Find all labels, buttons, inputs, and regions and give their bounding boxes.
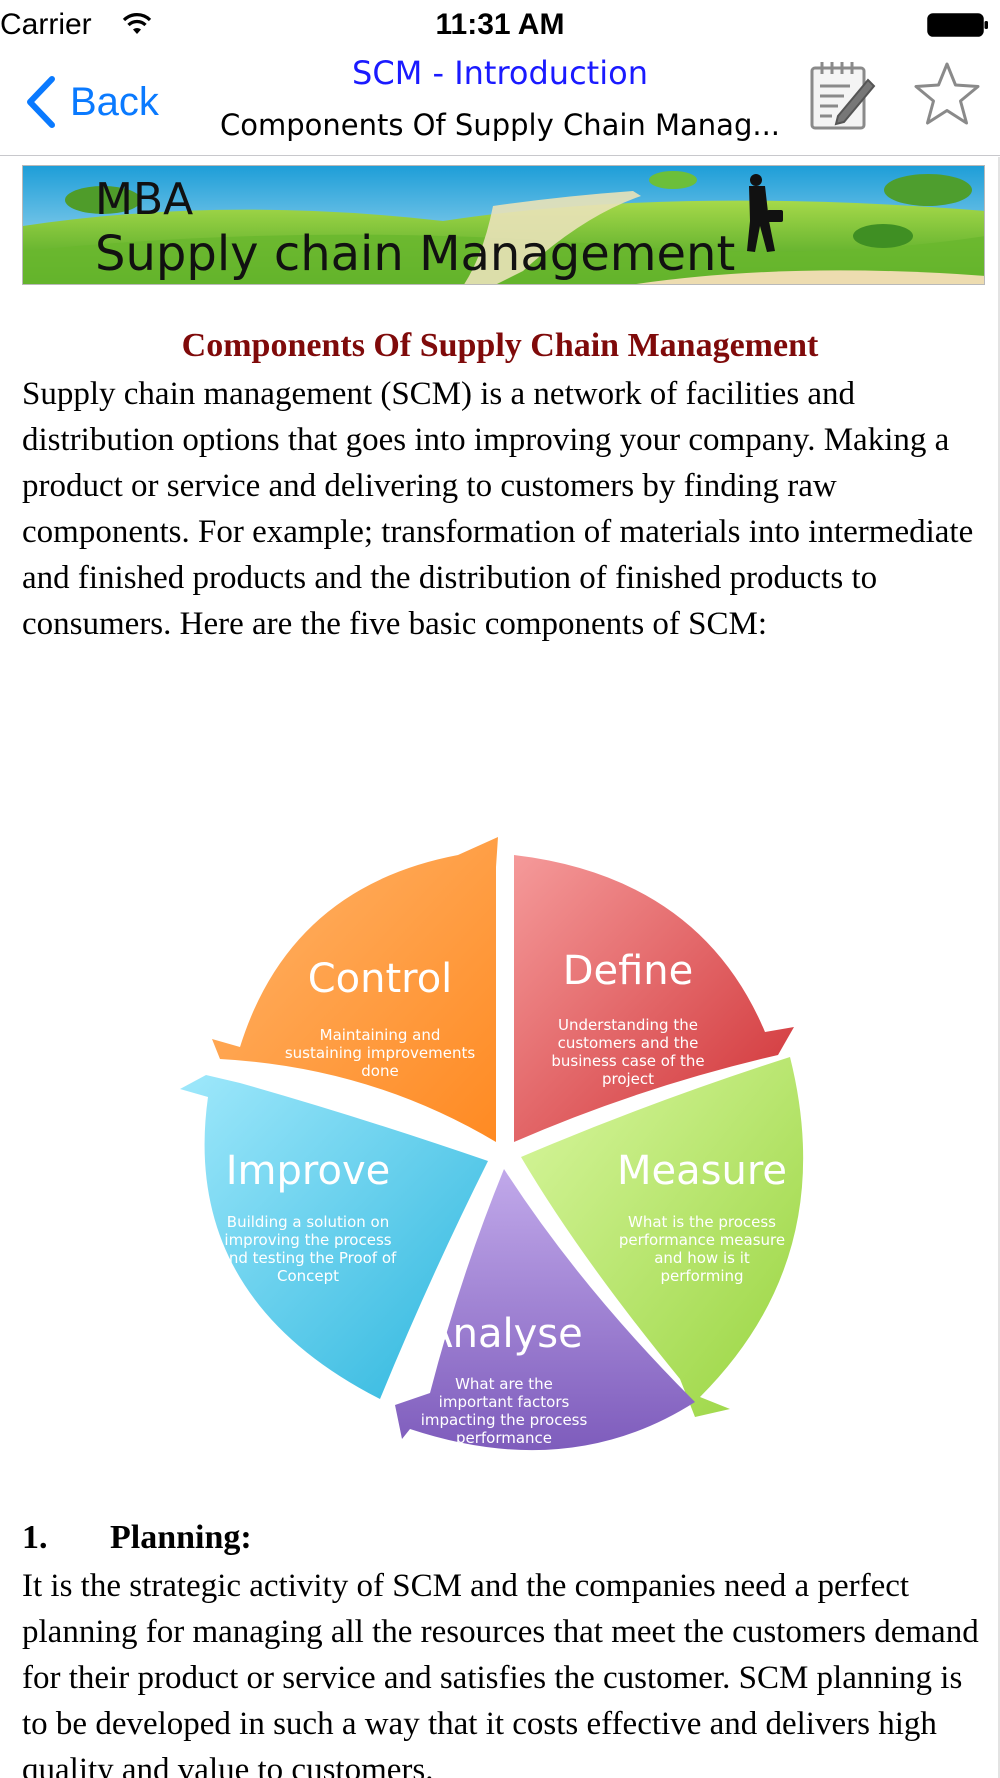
back-label: Back <box>70 79 159 124</box>
segment-desc-line: and how is it <box>654 1249 750 1267</box>
nav-subtitle: Components Of Supply Chain Manag... <box>219 108 781 142</box>
battery-icon <box>927 13 988 37</box>
segment-label-control: Control <box>308 956 453 1002</box>
segment-desc-line: Understanding the <box>558 1016 698 1034</box>
wifi-icon <box>122 13 152 34</box>
chevron-left-icon <box>27 76 55 128</box>
segment-desc-line: sustaining improvements <box>285 1044 475 1062</box>
banner-landscape-image <box>23 166 984 284</box>
favorite-button[interactable] <box>912 60 982 128</box>
banner-line-2: Supply chain Management <box>95 226 736 282</box>
section-title: Planning: <box>110 1519 252 1556</box>
navigation-bar: Back SCM - Introduction Components Of Su… <box>0 50 1000 156</box>
carrier-label: Carrier <box>0 8 92 41</box>
back-button[interactable]: Back <box>24 72 159 132</box>
segment-desc-line: Maintaining and <box>320 1026 441 1044</box>
section-heading-planning: 1. Planning: <box>22 1519 252 1557</box>
segment-label-improve: Improve <box>226 1148 390 1194</box>
segment-desc-line: done <box>361 1062 398 1080</box>
segment-desc-line: improving the process <box>224 1231 391 1249</box>
banner-line-1: MBA <box>95 174 194 225</box>
nav-title: SCM - Introduction <box>352 54 648 92</box>
section-number: 1. <box>22 1519 48 1556</box>
segment-desc-line: What is the process <box>628 1213 776 1231</box>
star-icon <box>914 62 980 125</box>
course-banner: MBA Supply chain Management <box>22 165 985 285</box>
status-time: 11:31 AM <box>435 8 565 41</box>
segment-label-analyse: Analyse <box>425 1311 582 1357</box>
segment-desc-line: What are the <box>455 1375 553 1393</box>
article-content[interactable]: MBA Supply chain Management Components O… <box>0 157 1000 1778</box>
status-bar: Carrier 11:31 AM <box>0 0 1000 50</box>
segment-desc-line: Concept <box>277 1267 339 1285</box>
segment-desc-line: impacting the process <box>421 1411 588 1429</box>
notes-button[interactable] <box>808 58 876 132</box>
segment-label-measure: Measure <box>617 1148 787 1194</box>
segment-desc-line: customers and the <box>558 1034 699 1052</box>
segment-desc-line: performing <box>660 1267 743 1285</box>
segment-desc-line: business case of the <box>551 1052 704 1070</box>
segment-desc-line: project <box>602 1070 654 1088</box>
segment-label-define: Define <box>563 948 694 994</box>
edit-note-icon <box>810 62 876 130</box>
article-title: Components Of Supply Chain Management <box>181 327 819 364</box>
content-divider <box>998 157 1000 1778</box>
segment-desc-line: Building a solution on <box>227 1213 389 1231</box>
segment-desc-line: performance <box>456 1429 552 1447</box>
segment-desc-line: performance measure <box>619 1231 785 1249</box>
intro-paragraph: Supply chain management (SCM) is a netwo… <box>22 376 974 642</box>
segment-desc-line: and testing the Proof of <box>220 1249 397 1267</box>
segment-desc-line: important factors <box>439 1393 570 1411</box>
planning-paragraph: It is the strategic activity of SCM and … <box>22 1568 979 1778</box>
